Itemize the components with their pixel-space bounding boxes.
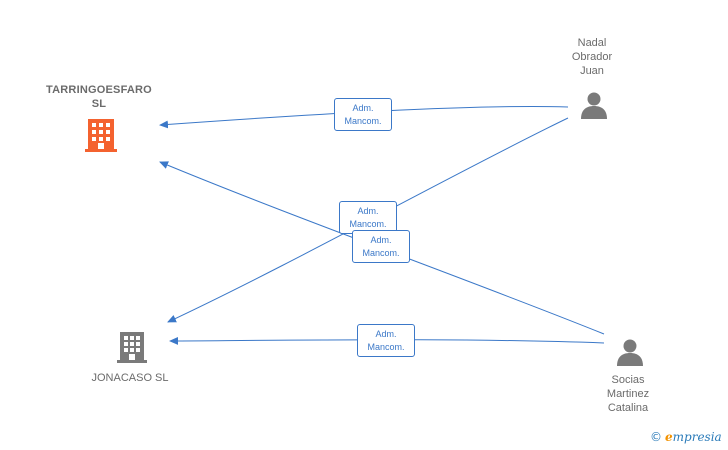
- edge-badge-line2: Mancom.: [362, 248, 400, 258]
- edge-badge-line2: Mancom.: [344, 116, 382, 126]
- person-icon[interactable]: [579, 90, 609, 120]
- person-nadal-label[interactable]: Nadal Obrador Juan: [552, 36, 632, 78]
- edge-badge-line1: Adm.: [352, 103, 374, 113]
- person-nadal-line2: Obrador: [571, 51, 613, 63]
- empresia-logo: ©empresia: [650, 430, 722, 444]
- edge-badge-line1: Adm.: [375, 329, 397, 339]
- company-tarringoesfaro-name-line2: SL: [91, 98, 107, 110]
- brand-rest: mpresia: [672, 430, 722, 444]
- building-icon[interactable]: [84, 117, 118, 153]
- person-socias-line3: Catalina: [607, 402, 649, 414]
- brand-initial: e: [665, 430, 673, 444]
- person-socias-label[interactable]: Socias Martinez Catalina: [588, 373, 668, 415]
- copyright-symbol: ©: [650, 430, 662, 444]
- edge-badge-socias-tarringoesfaro[interactable]: Adm. Mancom.: [352, 230, 410, 263]
- person-socias-line1: Socias: [611, 374, 645, 386]
- person-nadal-line3: Juan: [580, 65, 604, 77]
- building-icon[interactable]: [116, 330, 148, 364]
- edge-badge-line1: Adm.: [370, 235, 392, 245]
- company-tarringoesfaro-name-line1: TARRINGOESFARO: [46, 84, 152, 96]
- edge-badge-line2: Mancom.: [367, 342, 405, 352]
- edge-badge-line1: Adm.: [357, 206, 379, 216]
- person-socias-line2: Martinez: [606, 388, 650, 400]
- edge-badge-socias-jonacaso[interactable]: Adm. Mancom.: [357, 324, 415, 357]
- company-jonacaso-label[interactable]: JONACASO SL: [91, 372, 169, 384]
- edge-badge-line2: Mancom.: [349, 219, 387, 229]
- edge-badge-nadal-tarringoesfaro[interactable]: Adm. Mancom.: [334, 98, 392, 131]
- person-icon[interactable]: [615, 337, 645, 367]
- company-tarringoesfaro-label[interactable]: TARRINGOESFARO SL: [30, 83, 168, 111]
- person-nadal-line1: Nadal: [577, 37, 607, 49]
